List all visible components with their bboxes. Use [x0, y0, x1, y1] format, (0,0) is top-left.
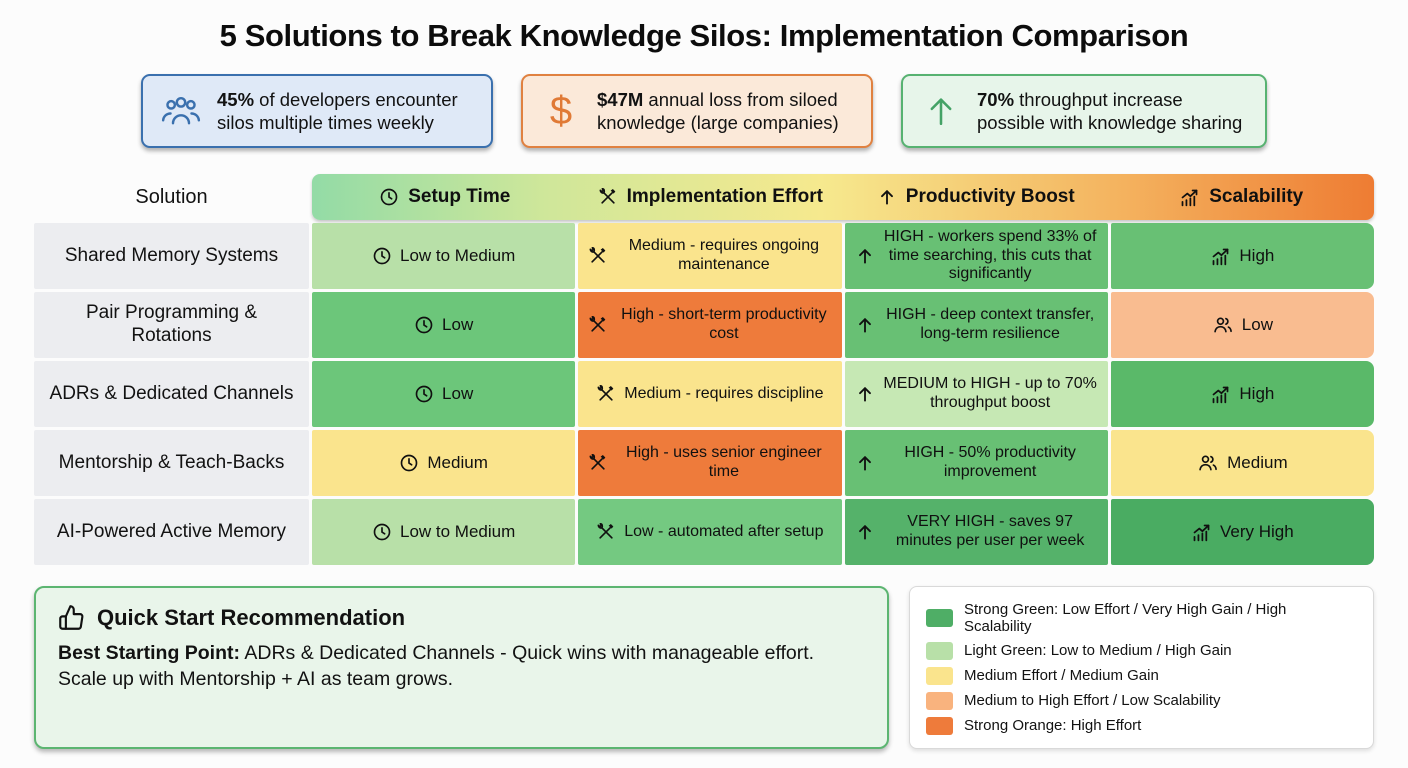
cell-implementation-effort: High - short-term productivity cost	[578, 292, 842, 358]
cell-scalability: Very High	[1110, 499, 1374, 565]
solution-name: AI-Powered Active Memory	[34, 499, 309, 565]
recommendation-lead: Best Starting Point:	[58, 642, 241, 664]
people-icon	[1212, 315, 1234, 335]
cell-implementation-effort: High - uses senior engineer time	[578, 430, 842, 496]
cell-setup-time: Low to Medium	[312, 499, 576, 565]
stat-highlight: 45%	[217, 88, 255, 110]
cell-scalability: Medium	[1110, 430, 1374, 496]
column-header-setup-time: Setup Time	[312, 174, 578, 220]
column-header-implementation-effort: Implementation Effort	[578, 174, 844, 220]
table-header-bar: Setup Time Implementation Effort Product…	[312, 174, 1374, 220]
cell-setup-time: Low to Medium	[312, 223, 576, 289]
arrow-up-icon	[855, 315, 875, 335]
solution-name: Pair Programming & Rotations	[34, 292, 309, 358]
chart-icon	[1179, 187, 1200, 208]
legend-swatch-strong-green	[926, 608, 953, 627]
stat-card-text: 45% of developers encounter silos multip…	[217, 88, 475, 135]
cell-scalability: Low	[1110, 292, 1374, 358]
column-header-scalability: Scalability	[1109, 174, 1375, 220]
cell-scalability: High	[1110, 223, 1374, 289]
color-legend: Strong Green: Low Effort / Very High Gai…	[909, 586, 1374, 749]
tools-icon	[596, 522, 616, 542]
recommendation-title-row: Quick Start Recommendation	[58, 604, 865, 631]
arrow-up-icon	[855, 384, 875, 404]
cell-setup-time: Low	[312, 292, 576, 358]
stat-card-annual-loss: $ $47M annual loss from siloed knowledge…	[521, 74, 873, 148]
bottom-section: Quick Start Recommendation Best Starting…	[34, 586, 1374, 749]
cell-implementation-effort: Medium - requires ongoing maintenance	[578, 223, 842, 289]
tools-icon	[596, 384, 616, 404]
cell-implementation-effort: Medium - requires discipline	[578, 361, 842, 427]
stat-label: throughput increase possible with knowle…	[977, 88, 1243, 133]
page-title: 5 Solutions to Break Knowledge Silos: Im…	[219, 18, 1189, 53]
cell-productivity-boost: MEDIUM to HIGH - up to 70% throughput bo…	[844, 361, 1108, 427]
chart-icon	[1210, 384, 1231, 405]
tools-icon	[588, 453, 608, 473]
clock-icon	[414, 315, 434, 335]
tools-icon	[588, 246, 608, 266]
people-group-icon	[159, 95, 203, 127]
clock-icon	[414, 384, 434, 404]
arrow-up-icon	[877, 187, 897, 207]
solution-column-header: Solution	[135, 185, 208, 208]
legend-item: Light Green: Low to Medium / High Gain	[926, 641, 1357, 660]
arrow-up-icon	[855, 246, 875, 266]
quick-start-recommendation-box: Quick Start Recommendation Best Starting…	[34, 586, 889, 749]
legend-swatch-yellow	[926, 666, 953, 685]
stat-card-developers: 45% of developers encounter silos multip…	[141, 74, 493, 148]
solution-name: Shared Memory Systems	[34, 223, 309, 289]
cell-productivity-boost: VERY HIGH - saves 97 minutes per user pe…	[844, 499, 1108, 565]
solution-name: Mentorship & Teach-Backs	[34, 430, 309, 496]
tools-icon	[598, 187, 618, 207]
cell-productivity-boost: HIGH - 50% productivity improvement	[844, 430, 1108, 496]
dollar-icon: $	[549, 89, 573, 133]
solution-name: ADRs & Dedicated Channels	[34, 361, 309, 427]
column-header-productivity-boost: Productivity Boost	[843, 174, 1109, 220]
stat-card-text: $47M annual loss from siloed knowledge (…	[597, 88, 855, 135]
stat-label: of developers encounter silos multiple t…	[217, 88, 458, 133]
stat-highlight: 70%	[977, 88, 1015, 110]
cell-setup-time: Low	[312, 361, 576, 427]
stat-label: annual loss from siloed knowledge (large…	[597, 88, 839, 133]
comparison-table: Solution Setup Time Implementation Effor…	[34, 174, 1374, 565]
legend-item: Strong Orange: High Effort	[926, 716, 1357, 735]
tools-icon	[588, 315, 608, 335]
clock-icon	[372, 522, 392, 542]
stat-highlight: $47M	[597, 88, 644, 110]
clock-icon	[379, 187, 399, 207]
cell-implementation-effort: Low - automated after setup	[578, 499, 842, 565]
cell-setup-time: Medium	[312, 430, 576, 496]
stat-cards: 45% of developers encounter silos multip…	[0, 74, 1408, 148]
cell-productivity-boost: HIGH - deep context transfer, long-term …	[844, 292, 1108, 358]
stat-card-text: 70% throughput increase possible with kn…	[977, 88, 1249, 135]
clock-icon	[372, 246, 392, 266]
cell-productivity-boost: HIGH - workers spend 33% of time searchi…	[844, 223, 1108, 289]
arrow-up-icon	[919, 92, 963, 130]
arrow-up-icon	[855, 522, 875, 542]
cell-scalability: High	[1110, 361, 1374, 427]
legend-item: Strong Green: Low Effort / Very High Gai…	[926, 601, 1357, 635]
recommendation-body: Best Starting Point: ADRs & Dedicated Ch…	[58, 642, 815, 690]
legend-swatch-light-orange	[926, 691, 953, 710]
stat-card-throughput: 70% throughput increase possible with kn…	[901, 74, 1267, 148]
people-icon	[1197, 453, 1219, 473]
thumbs-up-icon	[58, 604, 85, 631]
chart-icon	[1210, 246, 1231, 267]
legend-swatch-light-green	[926, 641, 953, 660]
chart-icon	[1191, 522, 1212, 543]
clock-icon	[399, 453, 419, 473]
legend-swatch-strong-orange	[926, 716, 953, 735]
arrow-up-icon	[855, 453, 875, 473]
recommendation-title: Quick Start Recommendation	[97, 604, 406, 630]
legend-item: Medium to High Effort / Low Scalability	[926, 691, 1357, 710]
legend-item: Medium Effort / Medium Gain	[926, 666, 1357, 685]
